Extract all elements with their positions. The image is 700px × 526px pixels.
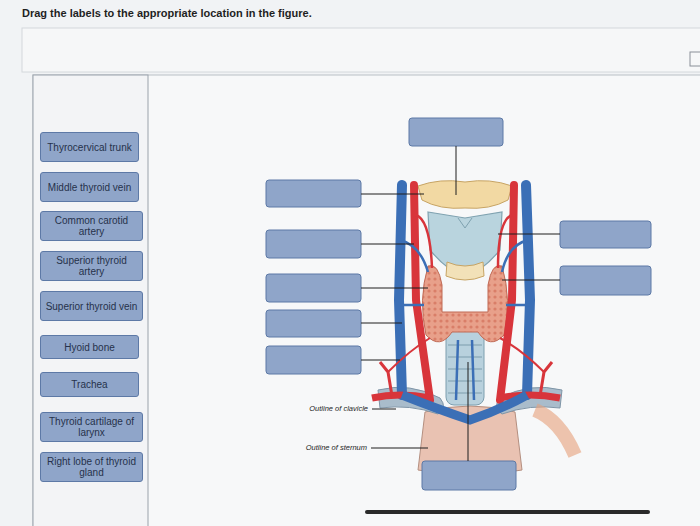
label-text: Common carotid artery [41,213,142,239]
label-text: Thyroid cartilage of larynx [41,414,142,440]
brachiocephalic-vein [402,395,527,420]
drop-target [266,346,361,374]
figure-label: Outline of sternum [306,443,367,452]
inferior-thyroid-artery [500,338,544,372]
inferior-thyroid-vein [456,340,474,400]
drag-label: Middle thyroid vein [40,172,139,202]
corner-box [690,52,700,66]
label-text: Superior thyroid artery [41,253,142,279]
cricoid [446,262,484,280]
superior-thyroid-vein [400,240,428,272]
hyoid-bone [418,181,512,209]
thyroid-gland [422,265,507,341]
jugular-vein [526,185,530,395]
instruction-title: Drag the labels to the appropriate locat… [22,7,312,19]
drop-target [422,461,516,490]
work-area [33,75,700,526]
drag-label: Hyoid bone [40,335,139,359]
label-text: Superior thyroid vein [42,299,142,314]
drag-label: Trachea [40,372,139,397]
leader-lines [361,146,560,461]
scrollbar [365,510,650,514]
middle-thyroid-vein [400,304,424,307]
label-text: Hyoid bone [60,340,119,355]
label-text: Trachea [67,377,111,392]
drag-label: Superior thyroid vein [40,291,143,321]
drop-targets [266,118,651,490]
inferior-thyroid-artery [388,338,430,372]
lung-apex [535,410,575,455]
drop-target [560,221,651,248]
drag-label: Thyrocervical trunk [40,132,139,162]
drag-label: Thyroid cartilage of larynx [40,412,143,442]
drag-label: Superior thyroid artery [40,251,143,281]
drop-target [560,266,651,295]
label-text: Thyrocervical trunk [43,140,135,155]
subclavian-artery [500,395,560,398]
header-band [22,28,700,72]
thyrocervical-trunk [380,362,392,396]
drag-label: Right lobe of thyroid gland [40,452,143,482]
label-text: Right lobe of thyroid gland [41,454,142,480]
label-panel [33,75,148,526]
tracheal-rings [448,345,482,393]
drop-target [266,230,361,258]
drop-target [409,118,503,146]
drop-target [266,180,361,207]
drop-target [266,310,361,337]
figure-label: Outline of clavicle [309,404,368,413]
trachea [446,330,484,405]
jugular-vein [399,185,402,395]
middle-thyroid-vein [506,304,530,307]
drag-label: Common carotid artery [40,211,143,241]
carotid-artery [414,185,430,400]
drop-target [266,274,361,302]
label-text: Middle thyroid vein [44,180,135,195]
superior-thyroid-vein [502,240,528,272]
thyrocervical-trunk [540,362,552,396]
thyroid-notch [458,218,472,228]
